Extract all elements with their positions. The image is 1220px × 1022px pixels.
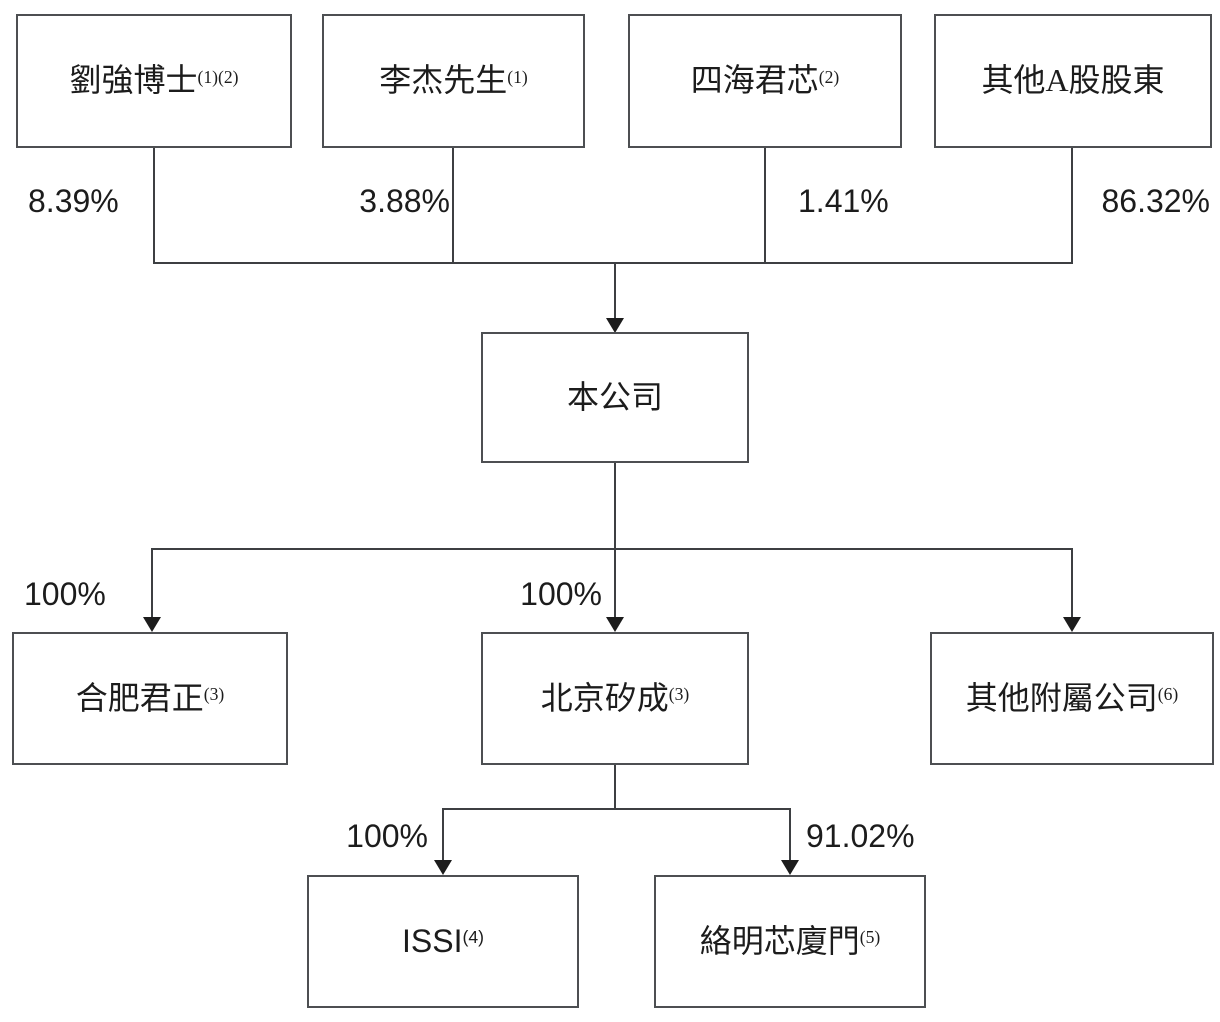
ownership-pct-hefei-junzheng: 100% (24, 576, 106, 612)
node-footnote-sup: (4) (462, 927, 484, 948)
node-beijing-xicheng-label: 北京矽成(3) (540, 679, 690, 716)
node-name-text: 劉強博士 (69, 62, 198, 99)
node-name-text: 其他附屬公司 (965, 679, 1158, 716)
ownership-pct-li-jie: 3.88% (359, 183, 450, 219)
node-liu-qiang-label: 劉強博士(1)(2) (69, 63, 238, 98)
node-footnote-sup: (5) (859, 927, 881, 948)
node-other-a-share-holders-label: 其他A股股東 (981, 63, 1164, 98)
ownership-pct-other-a-share-holders: 86.32% (1101, 183, 1210, 219)
connector-drop-luomingxin-xiamen (789, 808, 791, 861)
node-name-text: ISSI (402, 922, 463, 959)
node-name-text: 其他A股股東 (981, 62, 1165, 99)
node-the-company-label: 本公司 (566, 378, 663, 415)
node-issi-label: ISSI(4) (402, 922, 484, 959)
node-name-text: 絡明芯廈門 (699, 922, 860, 959)
connector-drop-beijing-xicheng (614, 548, 616, 618)
connector-drop-company (614, 262, 616, 320)
node-li-jie-label: 李杰先生(1) (379, 63, 528, 98)
node-liu-qiang: 劉強博士(1)(2) (16, 14, 292, 148)
node-footnote-sup: (2) (818, 66, 840, 87)
node-the-company: 本公司 (481, 332, 749, 463)
node-luomingxin-xiamen-label: 絡明芯廈門(5) (699, 922, 881, 959)
node-name-text: 四海君芯 (690, 62, 819, 99)
ownership-pct-beijing-xicheng: 100% (520, 576, 602, 612)
arrowhead-into-company (606, 318, 624, 333)
node-name-text: 北京矽成 (540, 679, 669, 716)
arrowhead-into-hefei-junzheng (143, 617, 161, 632)
connector-stub-sihai-junxin (764, 148, 766, 264)
connector-bus-subsidiaries (151, 548, 1073, 550)
connector-drop-hefei-junzheng (151, 548, 153, 618)
node-footnote-sup: (1)(2) (197, 66, 239, 87)
node-name-text: 本公司 (566, 378, 663, 415)
node-other-subsidiaries: 其他附屬公司(6) (930, 632, 1214, 765)
connector-stub-liu-qiang (153, 148, 155, 264)
arrowhead-into-other-subsidiaries (1063, 617, 1081, 632)
node-li-jie: 李杰先生(1) (322, 14, 585, 148)
connector-bus-shareholders (153, 262, 1073, 264)
node-beijing-xicheng: 北京矽成(3) (481, 632, 749, 765)
node-hefei-junzheng-label: 合肥君正(3) (75, 679, 225, 716)
ownership-pct-liu-qiang: 8.39% (28, 183, 119, 219)
connector-drop-issi (442, 808, 444, 861)
arrowhead-into-beijing-xicheng (606, 617, 624, 632)
node-footnote-sup: (3) (203, 684, 225, 705)
connector-bus-sub-subsidiaries (442, 808, 791, 810)
ownership-pct-issi: 100% (346, 818, 428, 854)
node-name-text: 李杰先生 (379, 62, 508, 99)
ownership-pct-luomingxin-xiamen: 91.02% (806, 818, 915, 854)
arrowhead-into-issi (434, 860, 452, 875)
ownership-pct-sihai-junxin: 1.41% (798, 183, 889, 219)
node-footnote-sup: (1) (507, 66, 528, 87)
node-other-a-share-holders: 其他A股股東 (934, 14, 1212, 148)
connector-stub-li-jie (452, 148, 454, 264)
node-other-subsidiaries-label: 其他附屬公司(6) (965, 679, 1179, 716)
connector-beijing-xicheng-to-bus (614, 765, 616, 808)
connector-company-to-bus (614, 463, 616, 548)
node-issi: ISSI(4) (307, 875, 579, 1008)
connector-drop-other-subsidiaries (1071, 548, 1073, 618)
node-sihai-junxin-label: 四海君芯(2) (691, 63, 840, 98)
arrowhead-into-luomingxin-xiamen (781, 860, 799, 875)
node-luomingxin-xiamen: 絡明芯廈門(5) (654, 875, 926, 1008)
connector-stub-other-a-share-holders (1071, 148, 1073, 264)
node-hefei-junzheng: 合肥君正(3) (12, 632, 288, 765)
node-footnote-sup: (6) (1157, 684, 1179, 705)
node-footnote-sup: (3) (668, 684, 690, 705)
node-name-text: 合肥君正 (75, 679, 204, 716)
node-sihai-junxin: 四海君芯(2) (628, 14, 902, 148)
